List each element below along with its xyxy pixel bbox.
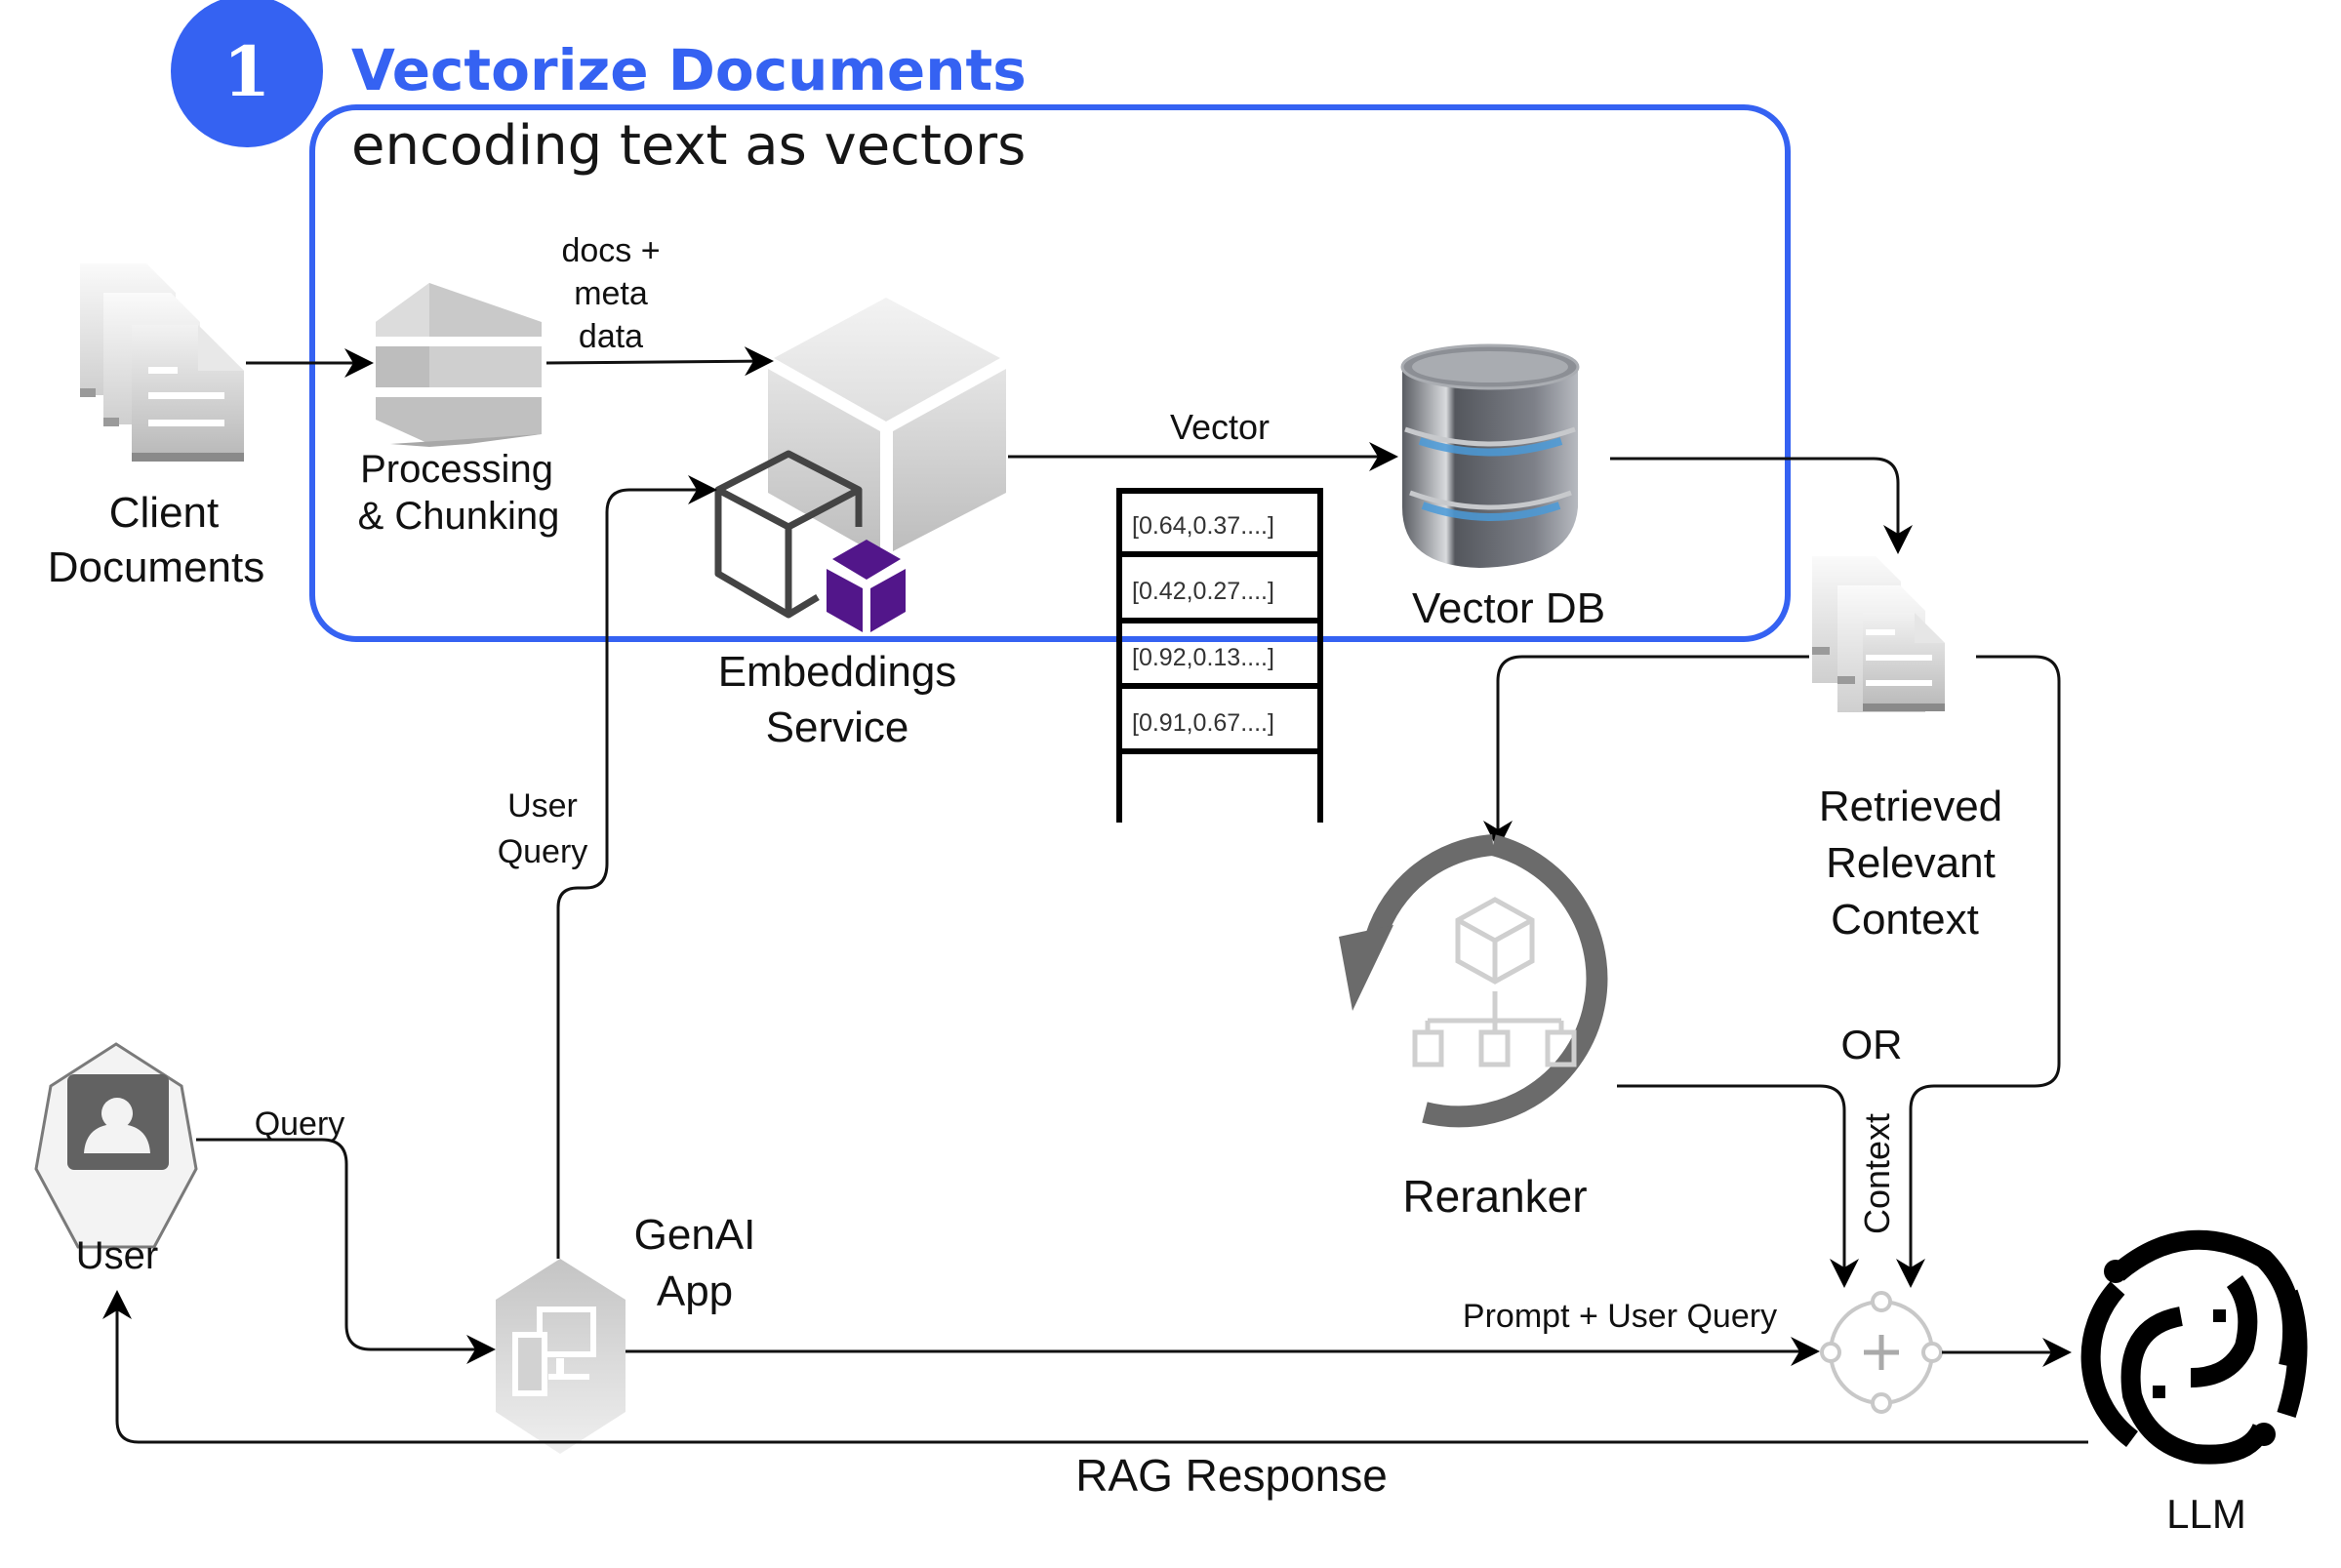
edge-label-prompt-user-query: Prompt + User Query	[1463, 1298, 1777, 1335]
embeddings-cube-icon[interactable]	[768, 298, 1006, 556]
retrieved-to-reranker-arrow	[1483, 655, 1809, 850]
query-label-bg	[249, 1101, 346, 1138]
retrieved-documents-icon[interactable]	[1812, 556, 1945, 712]
llm-swirl-icon[interactable]	[2080, 1229, 2308, 1465]
edge-label-query: Query	[255, 1106, 345, 1143]
reranker-refresh-icon[interactable]	[1339, 834, 1608, 1128]
user-to-genai-arrow	[196, 1138, 496, 1364]
vectorize-group-frame	[309, 104, 1791, 642]
step-badge: 1	[171, 0, 323, 147]
vector-table-row: [0.92,0.13....]	[1132, 644, 1274, 671]
user-icon[interactable]	[34, 1042, 198, 1249]
edge-label-or: OR	[1841, 1022, 1903, 1067]
client-documents-label-line2: Documents	[48, 543, 265, 591]
vector-table-row: [0.42,0.27....]	[1132, 578, 1274, 605]
processing-blocks-icon[interactable]	[376, 283, 542, 447]
genai-label-line1: GenAI	[634, 1211, 756, 1259]
retrieved-label-line1: Retrieved	[1819, 783, 2002, 830]
processing-label-line1: Processing	[360, 448, 553, 491]
retrieved-to-combiner-arrow	[1896, 655, 2061, 1288]
processing-label-line2: & Chunking	[358, 495, 560, 538]
reranker-to-combiner-arrow	[1617, 1084, 1859, 1288]
combiner-plus-icon	[1820, 1291, 1943, 1414]
llm-to-user-arrow	[102, 1290, 2088, 1444]
retrieved-label-line2: Relevant	[1826, 839, 1996, 887]
step-number: 1	[223, 31, 271, 112]
embedding-model-outline-cube-icon	[714, 450, 863, 619]
edge-label-user-query-line1: User	[507, 787, 578, 824]
vector-table: [0.64,0.37....] [0.42,0.27....] [0.92,0.…	[1116, 488, 1323, 823]
user-label: User	[76, 1234, 158, 1277]
step-title: Vectorize Documents	[351, 37, 1027, 103]
edge-label-docs-line2: meta	[574, 275, 648, 312]
llm-label: LLM	[2166, 1491, 2246, 1537]
edge-label-context: Context	[1857, 1113, 1897, 1234]
edge-label-user-query-line2: Query	[498, 833, 588, 870]
edge-label-vector: Vector	[1170, 407, 1270, 447]
retrieved-label-line3: Context	[1831, 896, 1979, 944]
genai-label-line2: App	[657, 1267, 733, 1315]
edge-label-rag-response: RAG Response	[1075, 1450, 1388, 1501]
processing-to-embeddings-arrow	[545, 346, 774, 377]
client-documents-label-line1: Client	[109, 489, 220, 537]
edge-label-docs-line3: data	[579, 318, 643, 355]
embeddings-label-line1: Embeddings	[718, 648, 957, 696]
vector-db-label: Vector DB	[1412, 584, 1605, 632]
vector-table-row: [0.91,0.67....]	[1132, 709, 1274, 737]
step-subtitle: encoding text as vectors	[351, 114, 1026, 178]
genai-to-embeddings-arrow	[556, 475, 717, 1259]
vector-table-row: [0.64,0.37....]	[1132, 512, 1274, 540]
edge-label-docs-line1: docs +	[561, 232, 660, 269]
embedding-purple-cube-icon	[827, 540, 906, 632]
client-documents-icon[interactable]	[80, 263, 244, 462]
genai-app-devices-icon[interactable]	[496, 1259, 626, 1454]
vectordb-to-retrieved-arrow	[1610, 457, 1913, 554]
embeddings-label-line2: Service	[766, 704, 909, 751]
vector-label-bg	[1154, 405, 1285, 444]
database-icon[interactable]	[1400, 343, 1580, 568]
step-number-circle	[171, 0, 323, 147]
reranker-label: Reranker	[1402, 1171, 1587, 1222]
hierarchy-cube-icon	[1412, 897, 1577, 1067]
